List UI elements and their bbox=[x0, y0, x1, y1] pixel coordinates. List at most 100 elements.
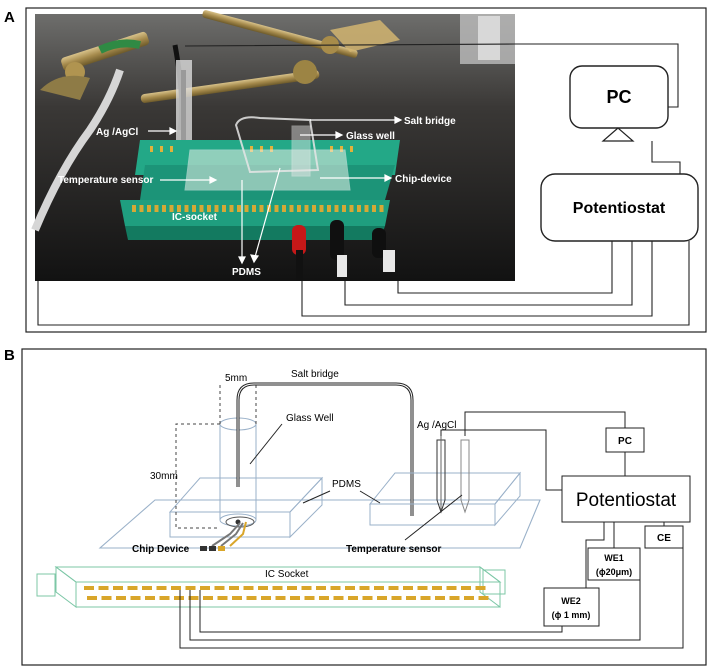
grey-cable bbox=[31, 68, 124, 232]
potentiostat-box-label: Potentiostat bbox=[576, 490, 677, 511]
ic-socket-pin bbox=[217, 596, 228, 600]
ic-socket-pin bbox=[246, 596, 257, 600]
ic-socket-pin bbox=[420, 596, 431, 600]
panel-a-wiring bbox=[37, 43, 690, 326]
ic-socket-pin bbox=[316, 586, 326, 590]
ic-socket-pin bbox=[359, 586, 370, 590]
setup-photo bbox=[31, 10, 515, 281]
socket-pin bbox=[334, 205, 339, 212]
we1-box: WE1 (ϕ20μm) bbox=[587, 547, 641, 581]
ic-socket-pin bbox=[145, 596, 155, 600]
socket-pin bbox=[207, 205, 211, 212]
ce-box-label: CE bbox=[657, 533, 671, 544]
socket-pin bbox=[342, 205, 346, 212]
glass-well-label: Glass Well bbox=[286, 413, 334, 424]
socket-pin bbox=[274, 205, 279, 212]
socket-pin bbox=[357, 205, 361, 212]
we2-size: (ϕ 1 mm) bbox=[552, 610, 591, 620]
photo-label-chip-device: Chip-device bbox=[395, 174, 452, 185]
ic-socket-pin bbox=[200, 586, 210, 590]
ic-socket-pin bbox=[127, 586, 138, 590]
socket-pin bbox=[372, 205, 376, 212]
potentiostat-label: Potentiostat bbox=[573, 200, 666, 217]
probe-cables bbox=[292, 220, 395, 281]
ic-socket-pin bbox=[142, 586, 152, 590]
socket-pin bbox=[139, 205, 144, 212]
we1-size: (ϕ20μm) bbox=[596, 567, 632, 577]
socket-pin bbox=[364, 205, 369, 212]
ic-socket-pin bbox=[319, 596, 329, 600]
socket-pin bbox=[289, 205, 294, 212]
socket-pin bbox=[319, 205, 324, 212]
ic-socket-pin bbox=[374, 586, 384, 590]
ic-socket-pin bbox=[475, 586, 486, 590]
socket-pin bbox=[237, 205, 241, 212]
socket-pin bbox=[379, 205, 384, 212]
dimension-guides bbox=[175, 385, 257, 529]
ic-socket-pin bbox=[203, 596, 213, 600]
panel-b: B bbox=[4, 347, 707, 666]
ic-socket-pin bbox=[171, 586, 181, 590]
socket-pin bbox=[282, 205, 286, 212]
ic-socket-pin bbox=[258, 586, 268, 590]
ag-agcl-label: Ag /AgCl bbox=[417, 420, 456, 431]
ic-socket-pin bbox=[345, 586, 355, 590]
dim-5mm: 5mm bbox=[225, 373, 247, 384]
photo-label-salt-bridge: Salt bridge bbox=[404, 116, 456, 127]
socket-pin bbox=[312, 205, 316, 212]
socket-pin bbox=[154, 205, 159, 212]
socket-pin bbox=[147, 205, 151, 212]
panel-b-label: B bbox=[4, 347, 15, 364]
ic-socket-pin bbox=[362, 596, 373, 600]
photo-label-ic-socket: IC-socket bbox=[172, 212, 218, 223]
panel-b-wiring bbox=[179, 411, 684, 649]
ic-socket-label: IC Socket bbox=[265, 569, 309, 580]
ic-socket-pin bbox=[348, 596, 358, 600]
panel-a-frame bbox=[25, 7, 707, 333]
pc-box: PC bbox=[605, 427, 645, 453]
potentiostat-box-b: Potentiostat bbox=[561, 475, 691, 523]
right-pdms-block bbox=[368, 471, 522, 527]
socket-pin bbox=[222, 205, 226, 212]
ic-socket-pin bbox=[243, 586, 254, 590]
ic-socket-pin bbox=[290, 596, 300, 600]
pdms-block bbox=[184, 149, 351, 191]
ic-socket-pin bbox=[130, 596, 141, 600]
ic-socket-pin bbox=[232, 596, 242, 600]
photo-annotations bbox=[148, 116, 403, 265]
socket-pin bbox=[259, 205, 264, 212]
ic-socket-pin bbox=[188, 596, 199, 600]
ic-socket-pin bbox=[156, 586, 167, 590]
ag-agcl-electrodes bbox=[436, 436, 470, 514]
chip-device-label: Chip Device bbox=[132, 544, 190, 555]
chip-device bbox=[200, 516, 255, 551]
ic-socket-pin bbox=[435, 596, 445, 600]
ic-socket-pin bbox=[301, 586, 312, 590]
ic-socket-pin bbox=[432, 586, 442, 590]
we2-label: WE2 bbox=[561, 596, 581, 606]
ic-socket-pin bbox=[174, 596, 184, 600]
ic-socket-pin bbox=[406, 596, 416, 600]
ic-socket-pin bbox=[388, 586, 399, 590]
potentiostat-box: Potentiostat bbox=[540, 173, 699, 242]
ic-socket-pin bbox=[417, 586, 428, 590]
temperature-sensor-label: Temperature sensor bbox=[346, 544, 442, 555]
photo-label-glass-well: Glass well bbox=[346, 131, 395, 142]
ic-socket-pin bbox=[272, 586, 283, 590]
ic-socket-pin bbox=[101, 596, 112, 600]
salt-bridge-label: Salt bridge bbox=[291, 369, 339, 380]
socket-pin bbox=[192, 205, 196, 212]
ic-socket-pin bbox=[461, 586, 471, 590]
ic-socket-pin bbox=[304, 596, 315, 600]
ic-socket-pin bbox=[116, 596, 126, 600]
panel-a-label: A bbox=[4, 9, 15, 26]
ic-socket-pin bbox=[330, 586, 341, 590]
photo-label-pdms: PDMS bbox=[232, 267, 261, 278]
ce-box: CE bbox=[644, 525, 684, 549]
ic-socket-pin bbox=[87, 596, 97, 600]
panel-a: A bbox=[4, 7, 707, 333]
ic-socket-pin bbox=[261, 596, 271, 600]
ic-socket-pin bbox=[113, 586, 123, 590]
ic-socket-pin bbox=[159, 596, 170, 600]
